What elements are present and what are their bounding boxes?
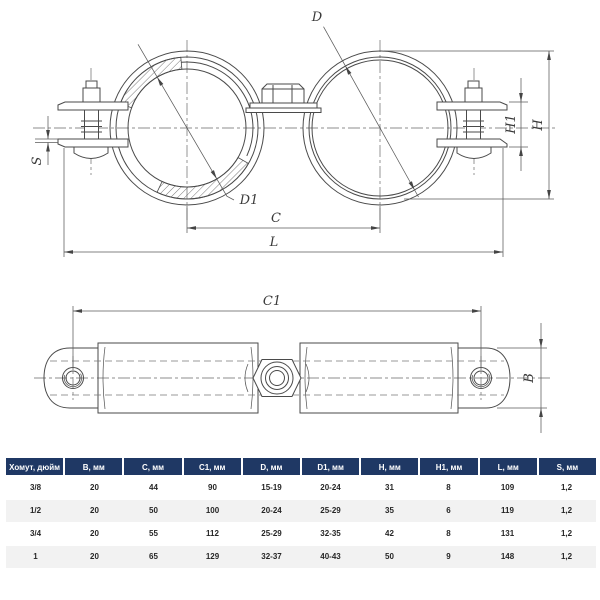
table-cell: 8 [446, 529, 451, 538]
table-cell: 25-29 [261, 529, 282, 538]
table-cell: 32-37 [261, 552, 282, 561]
header-cell: D1, мм [300, 458, 360, 475]
table-cell: 1,2 [560, 529, 573, 538]
table-cell: 20 [90, 552, 99, 561]
top-view: C1 B [34, 294, 552, 433]
header-cell: C1, мм [181, 458, 241, 475]
header-cell: L, мм [477, 458, 537, 475]
left-end-cap [43, 347, 99, 409]
dim-label-d1: D1 [239, 193, 259, 208]
center-nut-top [244, 359, 310, 397]
table-cell: 25-29 [320, 506, 341, 515]
header-cell: H, мм [359, 458, 419, 475]
table-cell: 32-35 [320, 529, 341, 538]
table-cell: 20-24 [261, 506, 282, 515]
table-cell: 3/4 [29, 529, 42, 538]
dim-c: C [186, 206, 381, 233]
table-cell: 50 [149, 506, 158, 515]
table-cell: 55 [149, 529, 158, 538]
table-cell: 90 [208, 483, 217, 492]
spec-table-header-row: Хомут, дюйм B, мм C, мм C1, мм D, мм D1,… [6, 458, 597, 477]
pipe-clamp-technical-drawing: S D D1 C [30, 10, 557, 433]
table-cell: 20 [90, 529, 99, 538]
table-row: 3/8 20 44 90 15-19 20-24 31 8 109 1,2 [6, 477, 596, 500]
front-view: S D D1 C [30, 10, 557, 257]
rubber-lining-hatch-bottom [156, 156, 250, 200]
bolt-head [464, 87, 483, 103]
bolt-head [82, 87, 101, 103]
dim-label-c1: C1 [263, 294, 281, 309]
dim-d1: D1 [137, 44, 259, 208]
table-cell: 109 [500, 483, 515, 492]
dim-c1: C1 [72, 294, 482, 370]
dim-label-l: L [269, 235, 279, 250]
dim-b: B [497, 323, 547, 433]
table-cell: 20 [90, 483, 99, 492]
dim-label-b: B [522, 373, 537, 384]
table-cell: 9 [446, 552, 451, 561]
table-cell: 31 [385, 483, 394, 492]
right-end-cap [457, 347, 511, 409]
header-cell: Хомут, дюйм [6, 458, 64, 475]
spec-table: Хомут, дюйм B, мм C, мм C1, мм D, мм D1,… [6, 458, 597, 569]
table-cell: 3/8 [29, 483, 42, 492]
dim-label-h1: H1 [504, 114, 519, 135]
dim-s: S [30, 116, 58, 165]
table-cell: 65 [149, 552, 158, 561]
table-row: 1/2 20 50 100 20-24 25-29 35 6 119 1,2 [6, 500, 596, 523]
dim-label-d: D [311, 10, 323, 25]
dim-l: L [63, 148, 504, 257]
header-cell: H1, мм [418, 458, 478, 475]
left-bolt-assembly [57, 80, 129, 159]
center-nut-front [245, 83, 322, 113]
table-cell: 42 [385, 529, 394, 538]
table-cell: 131 [500, 529, 515, 538]
table-cell: 44 [149, 483, 158, 492]
nut [73, 146, 109, 159]
header-cell: S, мм [536, 458, 597, 475]
table-cell: 1,2 [560, 506, 573, 515]
dim-h: H [384, 50, 554, 200]
dim-label-c: C [271, 211, 281, 226]
table-row: 1 20 65 129 32-37 40-43 50 9 148 1,2 [6, 546, 596, 569]
table-cell: 35 [385, 506, 394, 515]
table-row: 3/4 20 55 112 25-29 32-35 42 8 131 1,2 [6, 523, 596, 546]
header-cell: C, мм [122, 458, 182, 475]
table-cell: 6 [446, 506, 451, 515]
table-cell: 40-43 [320, 552, 341, 561]
table-cell: 15-19 [261, 483, 282, 492]
table-cell: 100 [205, 506, 220, 515]
table-cell: 129 [205, 552, 220, 561]
table-cell: 1/2 [29, 506, 42, 515]
dim-h1: H1 [504, 78, 528, 171]
right-bolt-assembly [436, 80, 508, 159]
table-cell: 1,2 [560, 483, 573, 492]
header-cell: D, мм [240, 458, 301, 475]
right-clamp-ring [302, 50, 458, 206]
table-cell: 1 [33, 552, 38, 561]
table-cell: 148 [500, 552, 515, 561]
table-cell: 112 [206, 529, 219, 538]
table-cell: 20 [90, 506, 99, 515]
table-cell: 119 [501, 506, 514, 515]
dim-label-s: S [30, 156, 45, 165]
nut [456, 146, 492, 159]
table-cell: 50 [385, 552, 394, 561]
dim-d: D [311, 10, 419, 198]
dim-label-h: H [531, 119, 546, 132]
rubber-lining-hatch-top [119, 56, 183, 109]
header-cell: B, мм [63, 458, 123, 475]
table-cell: 8 [446, 483, 451, 492]
table-cell: 1,2 [560, 552, 573, 561]
table-cell: 20-24 [320, 483, 341, 492]
